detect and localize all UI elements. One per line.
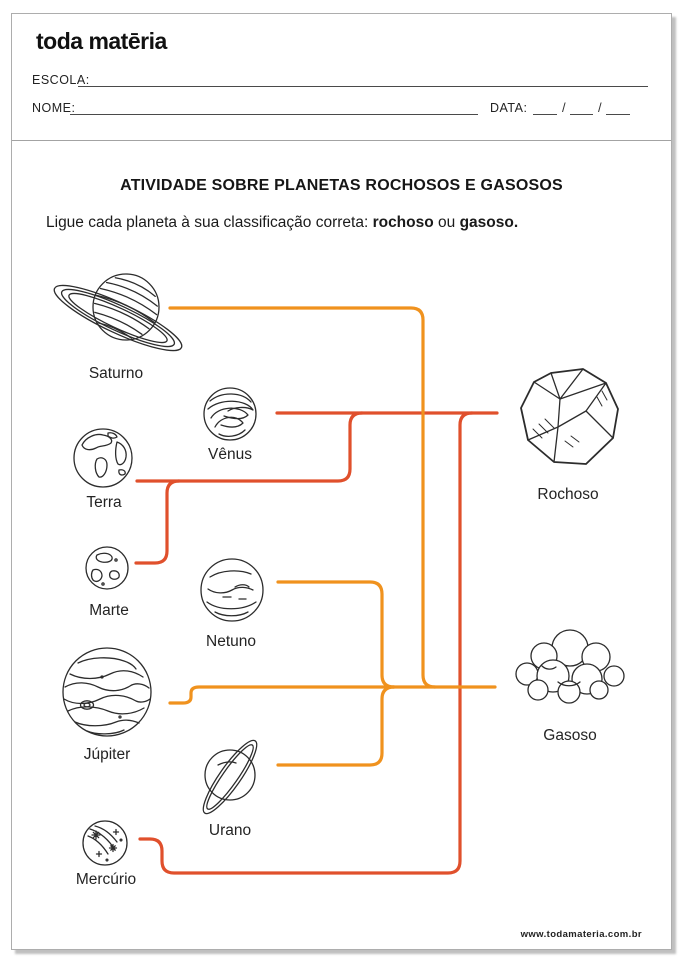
saturn-icon [53, 273, 183, 352]
instruction-text-1: Ligue cada planeta à sua classificação c… [46, 214, 373, 231]
instruction-bold-gasoso: gasoso. [459, 214, 519, 231]
activity-title: ATIVIDADE SOBRE PLANETAS ROCHOSOS E GASO… [120, 177, 563, 194]
planet-mercurio-label: Mercúrio [75, 871, 137, 888]
category-gasoso-figure[interactable] [508, 624, 632, 712]
planet-jupiter-figure[interactable] [62, 647, 152, 737]
planet-saturno-figure[interactable] [42, 266, 190, 366]
planet-netuno-figure[interactable] [199, 557, 265, 623]
footer-url: www.todamateria.com.br [520, 929, 642, 940]
rock-icon [520, 368, 619, 465]
planet-venus-label: Vênus [208, 446, 252, 463]
planet-terra-label: Terra [86, 494, 122, 511]
uranus-icon [202, 739, 258, 815]
planet-jupiter-label: Júpiter [83, 746, 131, 763]
instruction-text-2: ou [433, 214, 460, 231]
planet-netuno-label: Netuno [206, 633, 256, 650]
category-rochoso-label: Rochoso [537, 486, 599, 503]
date-label: DATA: [490, 101, 528, 115]
date-separator-1: / [562, 100, 566, 115]
school-label: ESCOLA: [32, 73, 90, 87]
name-label: NOME: [32, 101, 76, 115]
planet-terra-figure[interactable] [72, 428, 136, 490]
toda-materia-logo: toda matēria [36, 28, 167, 54]
earth-icon [73, 428, 133, 488]
date-separator-2: / [598, 100, 602, 115]
neptune-icon [200, 558, 264, 622]
jupiter-icon [62, 647, 152, 737]
date-month-blank[interactable] [570, 100, 593, 115]
planet-saturno-label: Saturno [88, 365, 144, 382]
category-gasoso-label: Gasoso [543, 727, 597, 744]
category-rochoso-figure[interactable] [517, 367, 621, 469]
activity-instruction: Ligue cada planeta à sua classificação c… [46, 214, 646, 232]
instruction-bold-rochoso: rochoso [372, 214, 434, 231]
planet-mercurio-figure[interactable] [82, 820, 128, 866]
date-day-blank[interactable] [533, 100, 557, 115]
school-blank-line[interactable] [78, 72, 648, 87]
planet-urano-figure[interactable] [184, 733, 276, 819]
header-divider [12, 140, 671, 141]
planet-marte-figure[interactable] [85, 546, 129, 590]
mars-icon [85, 546, 129, 590]
planet-venus-figure[interactable] [202, 386, 258, 442]
date-year-blank[interactable] [606, 100, 630, 115]
planet-urano-label: Urano [208, 822, 252, 839]
mercury-icon [82, 820, 128, 866]
planet-marte-label: Marte [89, 602, 129, 619]
venus-icon [203, 387, 257, 441]
cloud-icon [515, 629, 625, 704]
name-blank-line[interactable] [70, 100, 478, 115]
